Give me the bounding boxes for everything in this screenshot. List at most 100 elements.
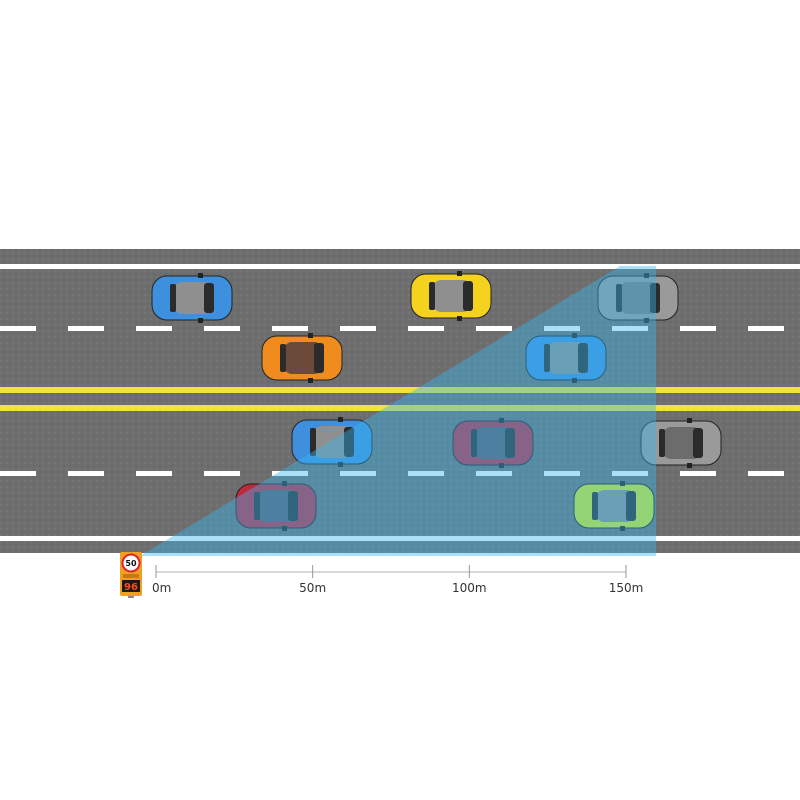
car-mirror bbox=[457, 271, 462, 276]
lane-dash bbox=[612, 471, 648, 476]
car-mirror bbox=[644, 318, 649, 323]
lane-dash bbox=[68, 471, 104, 476]
car-roof bbox=[475, 427, 513, 459]
scale-tick-label: 150m bbox=[609, 581, 644, 595]
speed-radar-sign: 50 96 bbox=[120, 552, 142, 598]
car-windshield bbox=[650, 283, 660, 313]
car-windshield bbox=[314, 343, 324, 373]
lane-divider-lower bbox=[0, 471, 784, 476]
lane-dash bbox=[272, 326, 308, 331]
scale-tick-label: 0m bbox=[152, 581, 171, 595]
car-roof bbox=[284, 342, 322, 374]
car-mirror bbox=[572, 333, 577, 338]
car-mirror bbox=[198, 318, 203, 323]
lane-dash bbox=[476, 326, 512, 331]
car-windshield bbox=[626, 491, 636, 521]
car-mirror bbox=[499, 463, 504, 468]
lane-dash bbox=[136, 326, 172, 331]
lane-dash bbox=[612, 326, 648, 331]
car-mirror bbox=[687, 418, 692, 423]
car-windshield bbox=[463, 281, 473, 311]
lane-dash bbox=[544, 326, 580, 331]
lane-dash bbox=[748, 471, 784, 476]
car-rear-window bbox=[254, 492, 260, 520]
car-mirror bbox=[457, 316, 462, 321]
lane-dash bbox=[680, 471, 716, 476]
lane-dash bbox=[408, 326, 444, 331]
car-roof bbox=[596, 490, 634, 522]
lane-dash bbox=[340, 471, 376, 476]
car-windshield bbox=[204, 283, 214, 313]
speed-display bbox=[122, 580, 140, 592]
lane-dash bbox=[476, 471, 512, 476]
lane-dash bbox=[204, 326, 240, 331]
car-rear-window bbox=[310, 428, 316, 456]
lane-dash bbox=[204, 471, 240, 476]
car-yellow-top-middle bbox=[410, 271, 492, 321]
vehicles bbox=[151, 271, 722, 531]
car-roof bbox=[258, 490, 296, 522]
lane-dash bbox=[408, 471, 444, 476]
road-edge-line-top bbox=[0, 264, 800, 269]
car-mirror bbox=[338, 417, 343, 422]
car-mirror bbox=[620, 481, 625, 486]
car-red-lane4 bbox=[235, 481, 317, 531]
car-windshield bbox=[288, 491, 298, 521]
car-mirror bbox=[308, 333, 313, 338]
car-blue-lane3 bbox=[291, 417, 373, 467]
lane-dash bbox=[748, 326, 784, 331]
scale-tick-label: 100m bbox=[452, 581, 487, 595]
speed-display-value: 96 bbox=[124, 582, 138, 593]
car-mirror bbox=[338, 462, 343, 467]
car-rear-window bbox=[170, 284, 176, 312]
car-windshield bbox=[344, 427, 354, 457]
car-mirror bbox=[572, 378, 577, 383]
speed-limit-disc bbox=[121, 553, 141, 573]
car-gray-lane3-right bbox=[640, 418, 722, 468]
car-gray-top-right bbox=[597, 273, 679, 323]
car-red-lane3 bbox=[452, 418, 534, 468]
car-mirror bbox=[308, 378, 313, 383]
car-orange bbox=[261, 333, 343, 383]
car-blue-lane2-right bbox=[525, 333, 607, 383]
car-roof bbox=[548, 342, 586, 374]
car-mirror bbox=[620, 526, 625, 531]
speed-limit-value: 50 bbox=[125, 559, 137, 568]
car-rear-window bbox=[280, 344, 286, 372]
car-roof bbox=[174, 282, 212, 314]
car-rear-window bbox=[592, 492, 598, 520]
car-rear-window bbox=[616, 284, 622, 312]
lane-dash bbox=[136, 471, 172, 476]
car-rear-window bbox=[659, 429, 665, 457]
car-roof bbox=[433, 280, 471, 312]
lane-dash bbox=[544, 471, 580, 476]
car-yellow-lane4 bbox=[573, 481, 655, 531]
car-mirror bbox=[687, 463, 692, 468]
car-roof bbox=[663, 427, 701, 459]
center-line-yellow-2 bbox=[0, 405, 800, 411]
distance-scale: 0m 50m 100m 150m bbox=[152, 565, 643, 595]
lane-dash bbox=[68, 326, 104, 331]
road-edge-line-bottom bbox=[0, 536, 800, 541]
car-mirror bbox=[282, 481, 287, 486]
car-windshield bbox=[693, 428, 703, 458]
lane-dash bbox=[0, 471, 36, 476]
lane-divider-upper bbox=[0, 326, 784, 331]
scale-tick-label: 50m bbox=[299, 581, 326, 595]
car-rear-window bbox=[471, 429, 477, 457]
car-mirror bbox=[644, 273, 649, 278]
car-rear-window bbox=[544, 344, 550, 372]
car-mirror bbox=[282, 526, 287, 531]
car-windshield bbox=[578, 343, 588, 373]
car-roof bbox=[620, 282, 658, 314]
car-mirror bbox=[198, 273, 203, 278]
car-mirror bbox=[499, 418, 504, 423]
lane-dash bbox=[272, 471, 308, 476]
lane-dash bbox=[680, 326, 716, 331]
car-rear-window bbox=[429, 282, 435, 310]
car-blue-top-left bbox=[151, 273, 233, 323]
lane-dash bbox=[340, 326, 376, 331]
lane-dash bbox=[0, 326, 36, 331]
sign-leds bbox=[123, 574, 139, 578]
